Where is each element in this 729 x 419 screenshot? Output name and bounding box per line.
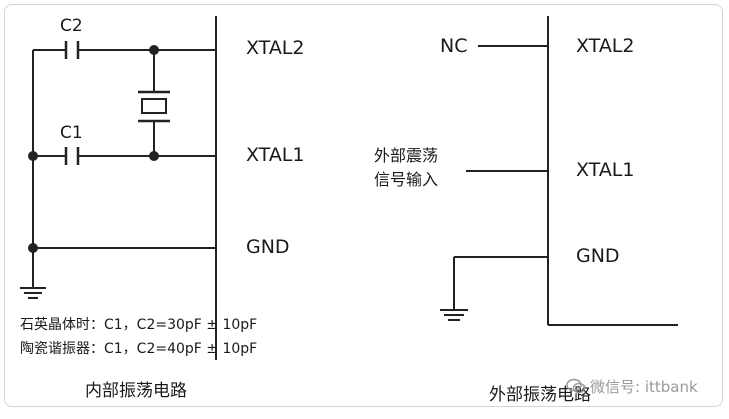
pin-xtal2-external: XTAL2: [576, 35, 635, 57]
junction-xtal1: [149, 151, 159, 161]
watermark-text: 微信号: ittbank: [590, 378, 698, 396]
junction-gnd: [28, 243, 38, 253]
pin-xtal1-internal: XTAL1: [246, 144, 305, 166]
pin-xtal2-internal: XTAL2: [246, 37, 305, 59]
junction-xtal2: [149, 45, 159, 55]
c1-label: C1: [60, 123, 83, 143]
pin-gnd-external: GND: [576, 245, 620, 267]
ext-signal-label-1: 外部震荡: [374, 146, 439, 165]
note-quartz: 石英晶体时：C1，C2=30pF ± 10pF: [20, 317, 258, 333]
c2-label: C2: [60, 16, 83, 36]
pin-gnd-internal: GND: [246, 236, 290, 258]
ext-signal-label-2: 信号输入: [374, 170, 439, 189]
note-ceramic: 陶瓷谐振器：C1，C2=40pF ± 10pF: [20, 341, 258, 357]
caption-internal: 内部振荡电路: [85, 381, 187, 401]
crystal-body: [141, 98, 167, 114]
wechat-icon: [566, 378, 586, 397]
frame-border: [4, 4, 723, 407]
caption-external: 外部振荡电路: [489, 385, 591, 405]
nc-label: NC: [440, 35, 468, 57]
junction-c1: [28, 151, 38, 161]
pin-xtal1-external: XTAL1: [576, 159, 635, 181]
